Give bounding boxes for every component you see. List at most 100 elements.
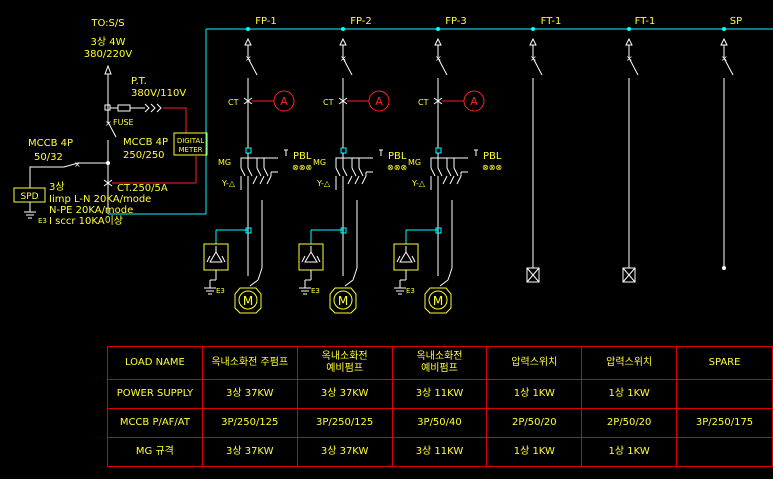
table-cell: 2P/50/20: [486, 408, 583, 438]
pt-winding-icon: [144, 103, 162, 113]
fuse-label: FUSE: [113, 118, 134, 127]
spd-mccb-x-icon: ×: [74, 160, 81, 169]
ammeter-label: A: [375, 95, 383, 108]
table-cell: 옥내소화전 예비펌프: [296, 346, 393, 380]
feeder-label: SP: [730, 16, 742, 27]
source-voltage: 380/220V: [84, 49, 133, 60]
spd-mccb-label: MCCB 4P: [28, 138, 73, 149]
main-mccb-label: MCCB 4P: [123, 137, 168, 148]
rectifier-icon: [301, 246, 321, 263]
feeder-label: FT-1: [635, 16, 656, 27]
svg-text:×: ×: [340, 54, 347, 63]
main-ct-icon: [103, 179, 113, 187]
source-phase: 3상 4W: [91, 36, 126, 48]
table-cell: 3P/250/125: [296, 408, 393, 438]
ammeter-icon: [463, 90, 485, 112]
incomer-arrow-icon: [104, 64, 112, 75]
row-header-cell: POWER SUPPLY: [107, 379, 203, 409]
feeder-label: FP-2: [350, 16, 372, 27]
pbl-lamps-icon: ⊗⊗⊗: [482, 163, 502, 172]
ammeter-icon: [273, 90, 295, 112]
ground-icon: [393, 287, 407, 295]
ammeter-icon: [368, 90, 390, 112]
pbl-label: PBL: [293, 151, 312, 162]
feeder-mccb-contact: [247, 57, 258, 76]
main-mccb-x-icon: ×: [105, 119, 112, 128]
motor-label: M: [243, 294, 253, 308]
pbl-lamps-icon: ⊗⊗⊗: [292, 163, 312, 172]
table-cell: 3P/50/40: [391, 408, 488, 438]
pressure-switch-icon: [622, 267, 636, 283]
table-cell: 3상 11KW: [391, 437, 488, 467]
motor-icon: [428, 290, 448, 310]
pushbutton-icon: [379, 149, 383, 156]
svg-text:×: ×: [530, 54, 537, 63]
spare-end-dot: [722, 266, 726, 270]
ct-label: CT: [418, 98, 429, 107]
rectifier-icon: [396, 246, 416, 263]
digital-meter-line2: METER: [178, 146, 202, 154]
table-cell: 1상 1KW: [581, 379, 678, 409]
row-header-cell: LOAD NAME: [107, 346, 203, 380]
pbl-lamps-icon: ⊗⊗⊗: [387, 163, 407, 172]
table-cell: 3P/250/125: [201, 408, 298, 438]
ground-label: E3: [406, 287, 415, 295]
motor-icon: [333, 290, 353, 310]
motor-label: M: [338, 294, 348, 308]
feeder-label: FP-3: [445, 16, 467, 27]
feeder-mccb-contact: [342, 57, 353, 76]
pt-control-wire: [163, 107, 187, 133]
spd-ground-label: E3: [38, 217, 47, 225]
digital-meter-box: [173, 132, 208, 156]
spd-note-2: Iimp L-N 20KA/mode: [49, 194, 151, 205]
table-cell: 3상 37KW: [296, 437, 393, 467]
star-delta-contact-icon: [240, 175, 272, 190]
ct-label: CT: [228, 98, 239, 107]
pbl-label: PBL: [483, 151, 502, 162]
incomer-section: TO:S/S 3상 4W 380/220V × FUSE P.T. 380V/1…: [13, 18, 208, 227]
table-cell: 1상 1KW: [486, 437, 583, 467]
feeder-sp: ×: [720, 27, 734, 270]
feeder-labels: FP-1 FP-2 FP-3 FT-1 FT-1 SP: [255, 16, 742, 27]
table-cell: 1상 1KW: [486, 379, 583, 409]
table-cell: 옥내소화전 주펌프: [201, 346, 298, 380]
fuse-icon: [117, 104, 131, 112]
pushbutton-icon: [284, 149, 288, 156]
table-cell: [676, 437, 773, 467]
mg-contact-icon: [430, 167, 459, 177]
motor-icon: [238, 290, 258, 310]
source-label: TO:S/S: [90, 18, 124, 29]
table-cell: 옥내소화전 예비펌프: [391, 346, 488, 380]
feeder-label: FP-1: [255, 16, 277, 27]
spd-line: [29, 166, 64, 188]
mg-label: MG: [313, 158, 326, 167]
table-cell: 3상 11KW: [391, 379, 488, 409]
feeder-label: FT-1: [541, 16, 562, 27]
row-header-cell: MCCB P/AF/AT: [107, 408, 203, 438]
ct-control-wire: [112, 155, 197, 184]
pt-label: P.T.: [131, 76, 147, 87]
table-cell: 압력스위치: [486, 346, 583, 380]
feeder-mccb-contact: [628, 57, 639, 76]
ammeter-label: A: [280, 95, 288, 108]
star-delta-contact-icon: [430, 175, 462, 190]
main-mccb-rating: 250/250: [123, 150, 165, 161]
motor-frame: [234, 287, 262, 314]
table-cell: 2P/50/20: [581, 408, 678, 438]
star-delta-label: Y-△: [411, 179, 426, 188]
ground-icon: [298, 287, 312, 295]
pushbutton-icon: [474, 149, 478, 156]
table-cell: 3P/250/175: [676, 408, 773, 438]
feeder-mccb-contact: [437, 57, 448, 76]
mg-label: MG: [408, 158, 421, 167]
svg-text:×: ×: [721, 54, 728, 63]
feeder-mccb-contact: [723, 57, 734, 76]
feeder-ct-icon: [433, 97, 443, 105]
mg-label: MG: [218, 158, 231, 167]
